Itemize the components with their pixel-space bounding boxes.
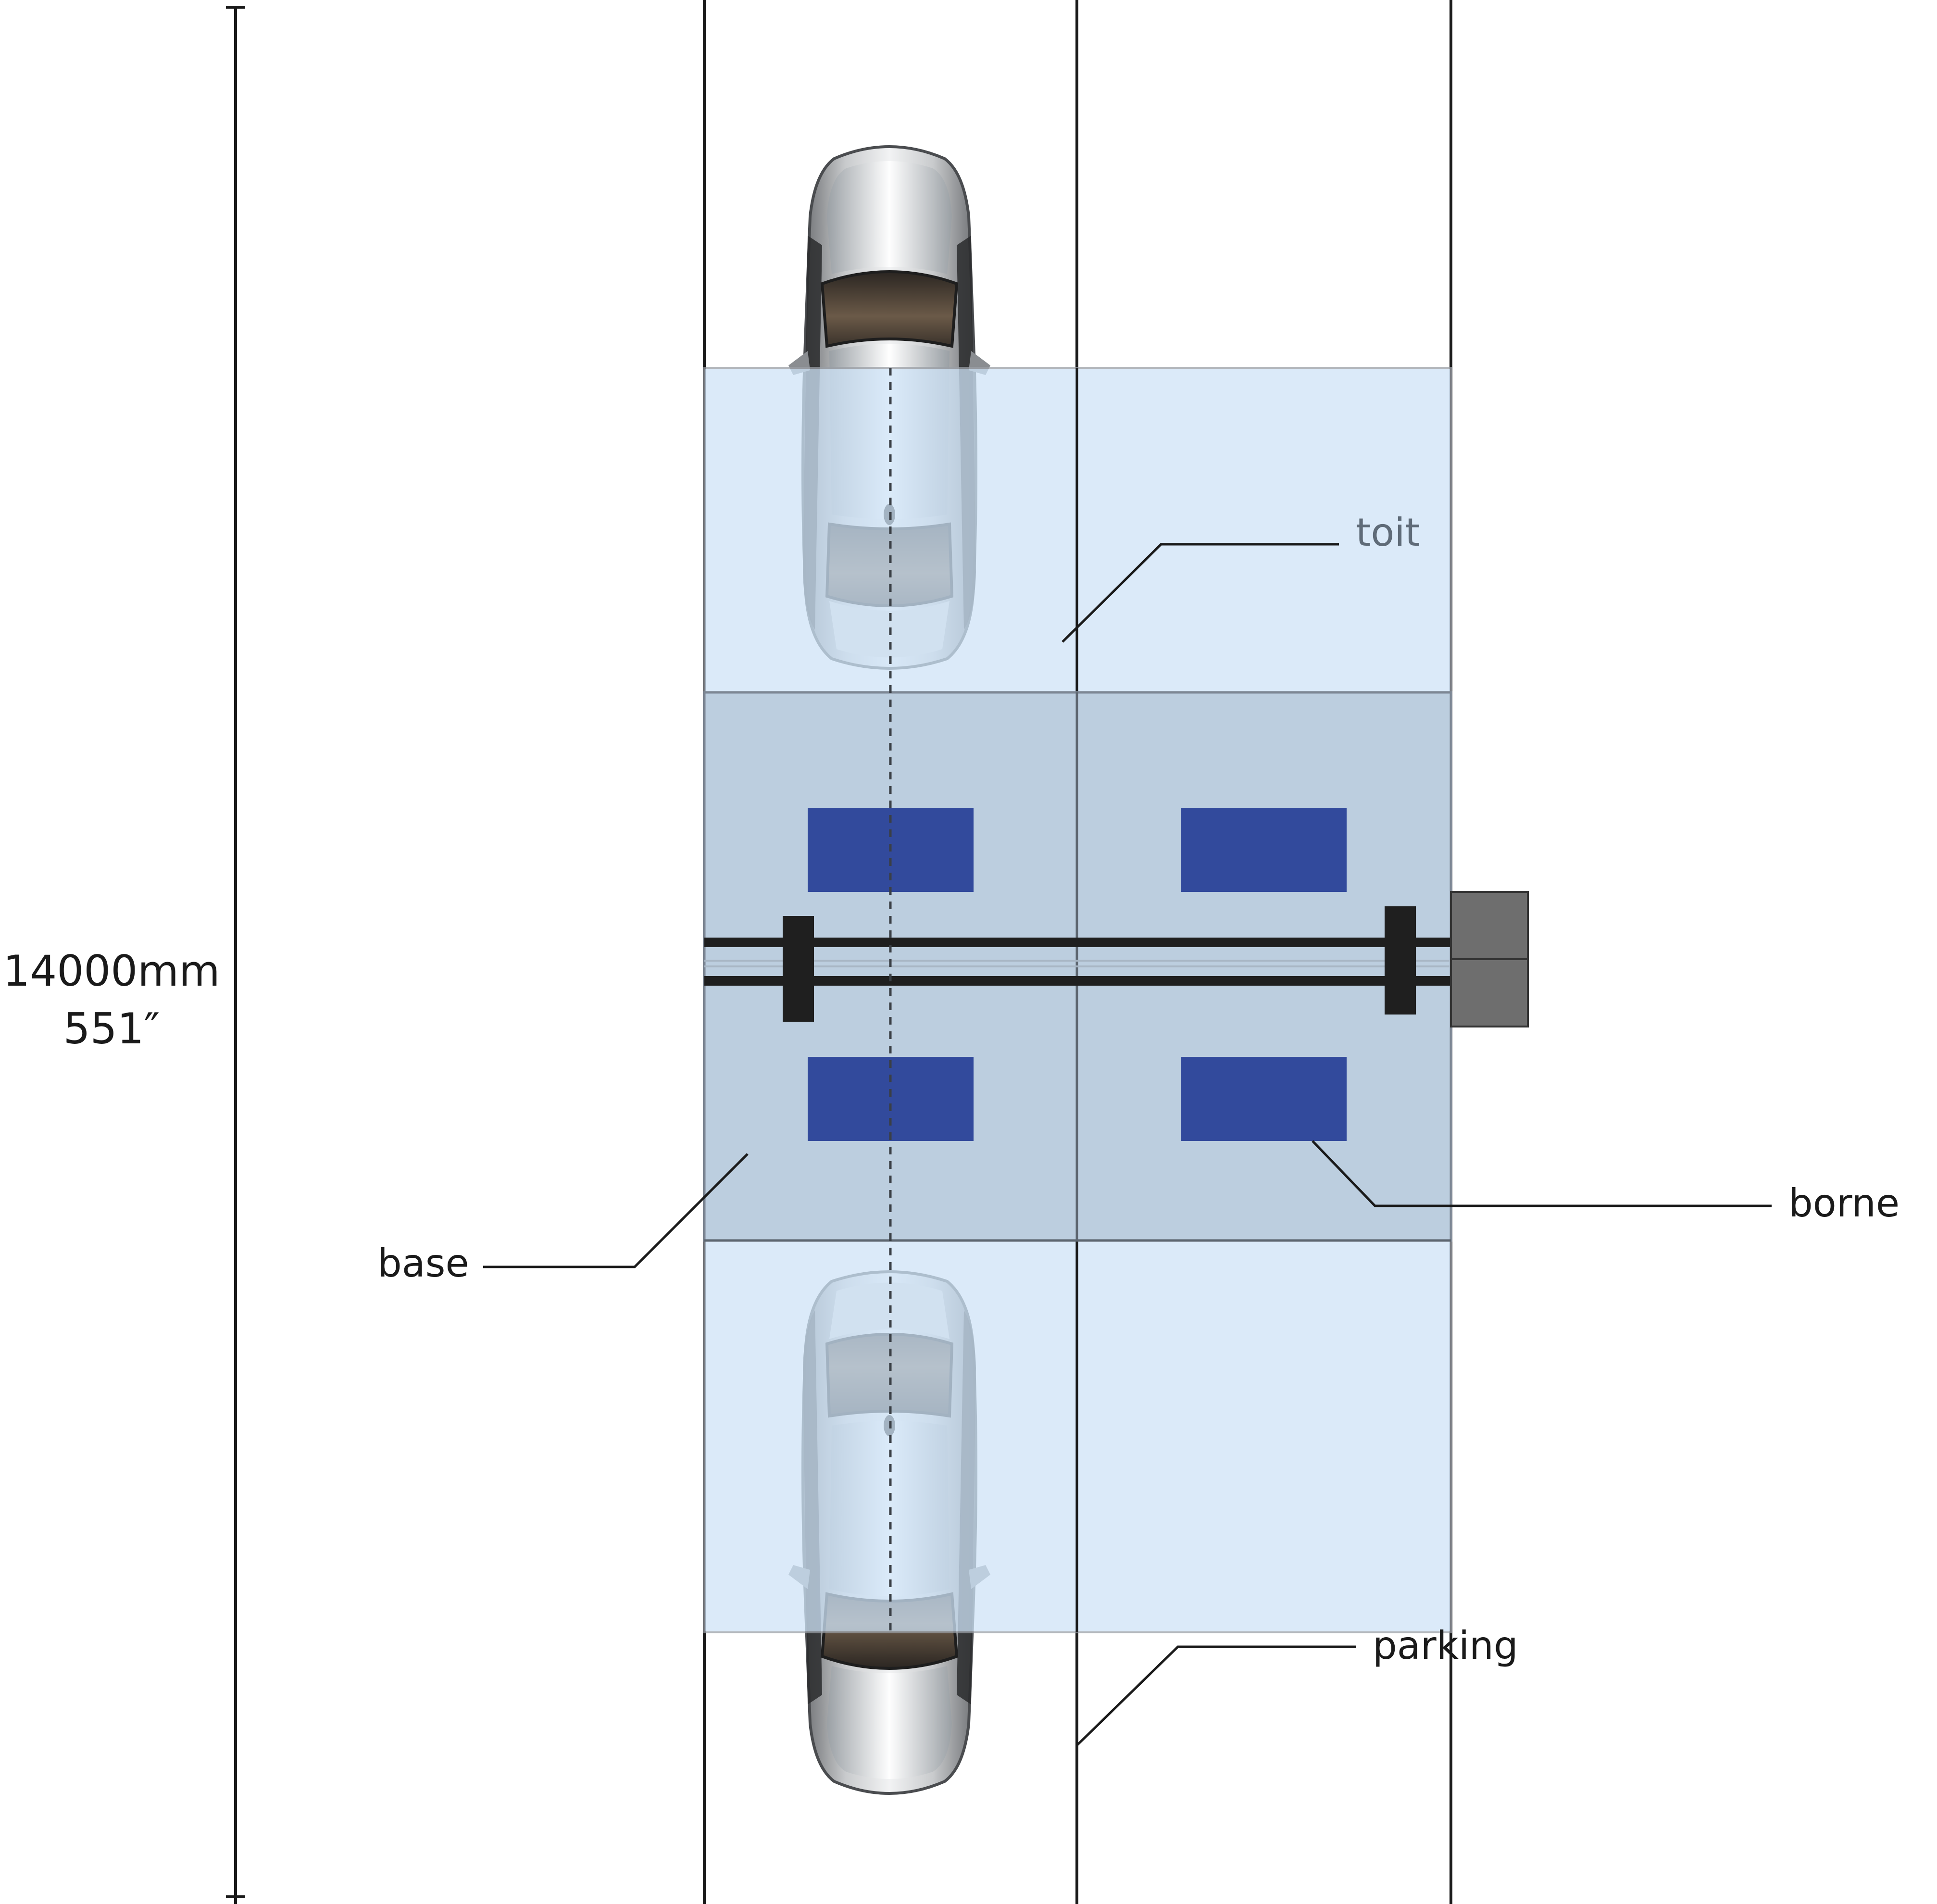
- rail-track-top: [704, 938, 1451, 947]
- rail-track-bottom: [704, 976, 1451, 986]
- rail-post-left: [783, 916, 814, 1022]
- charger-box-upper: [1450, 891, 1529, 960]
- dimension-imperial: 551″: [63, 1004, 160, 1053]
- label-toit: toit: [1356, 510, 1420, 555]
- leader-toit: [1062, 543, 1339, 643]
- dimension-metric: 14000mm: [3, 946, 220, 996]
- dimension-line: [226, 6, 245, 1904]
- charger-box-lower: [1450, 958, 1529, 1027]
- leader-base: [483, 1153, 749, 1268]
- rail-post-right: [1385, 906, 1416, 1015]
- label-base: base: [377, 1241, 469, 1286]
- label-parking: parking: [1373, 1623, 1518, 1668]
- leader-borne: [1312, 1140, 1772, 1207]
- label-borne: borne: [1788, 1181, 1900, 1226]
- borne-block-top-right: [1181, 808, 1347, 892]
- leader-parking: [1076, 1645, 1356, 1746]
- borne-block-bottom-left: [808, 1057, 974, 1141]
- borne-block-bottom-right: [1181, 1057, 1347, 1141]
